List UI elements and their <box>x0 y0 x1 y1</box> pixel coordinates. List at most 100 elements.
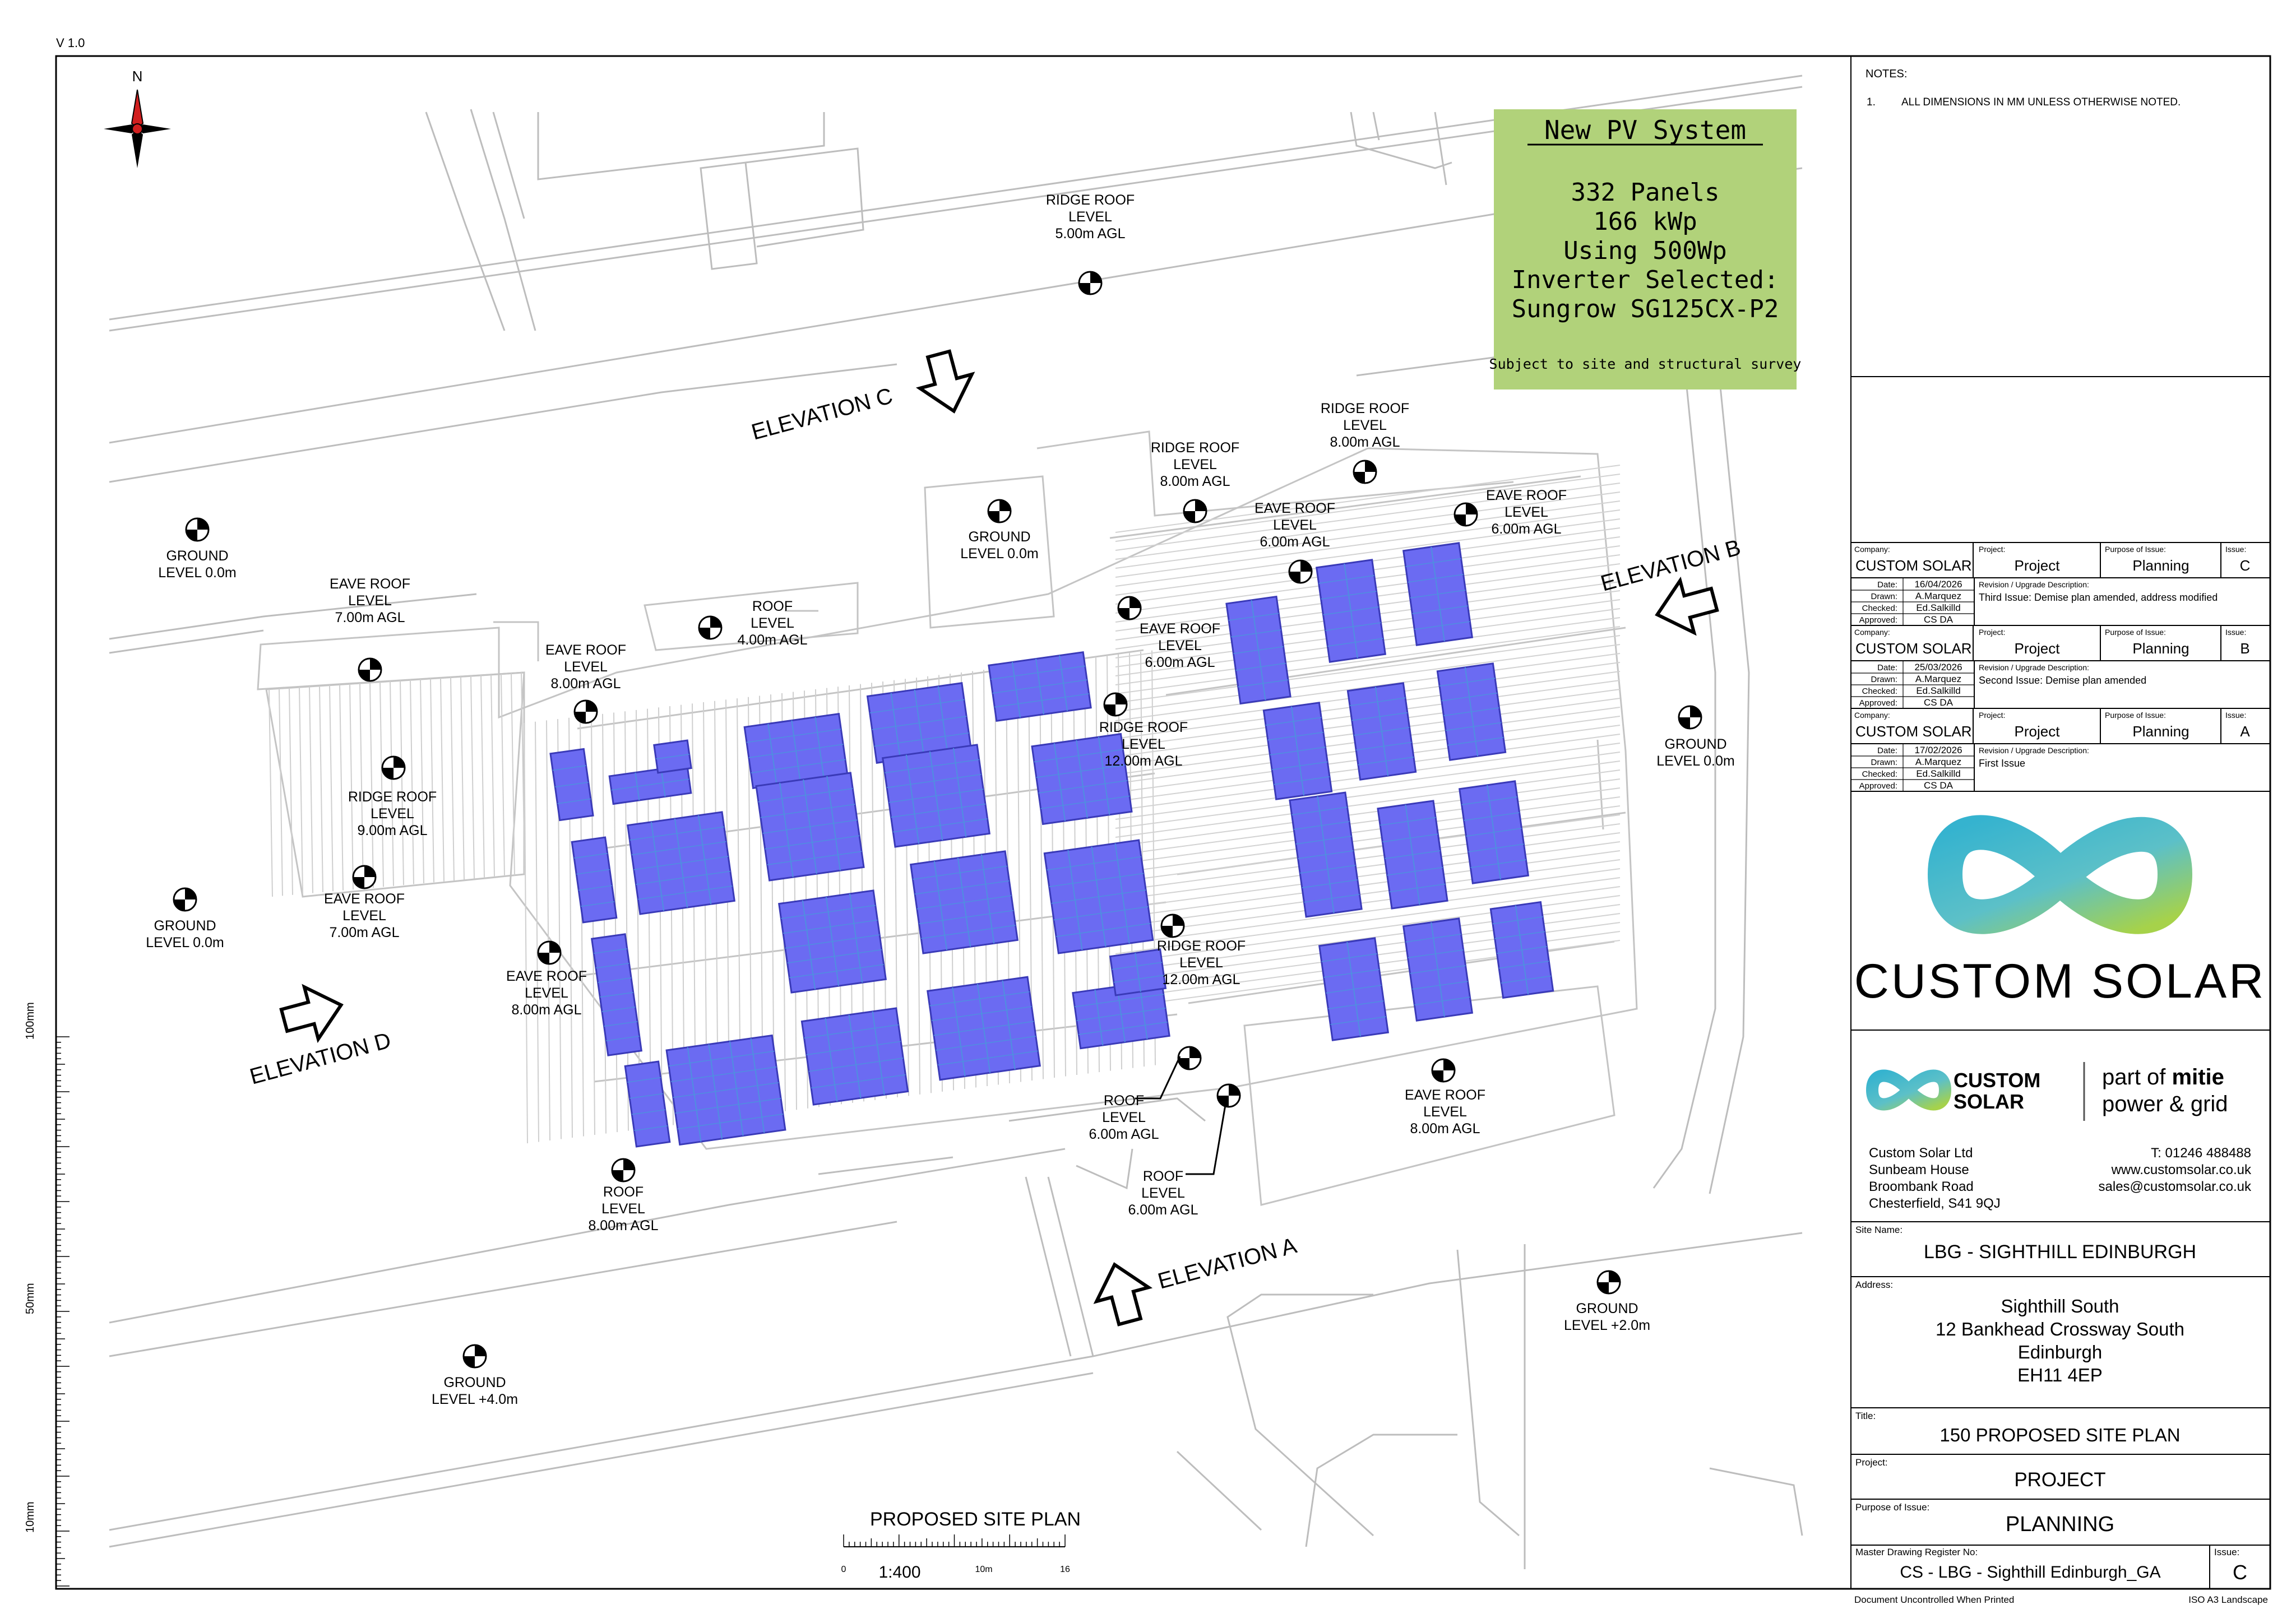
rev-approved-label: Approved: <box>1859 698 1897 708</box>
pv-panel-array <box>777 889 887 994</box>
level-label-line: ROOF <box>1104 1093 1144 1109</box>
level-datum-marker <box>987 499 1012 523</box>
pv-panel-array <box>1377 800 1448 910</box>
rev-description: First Issue <box>1979 758 2025 769</box>
level-label-line: EAVE ROOF <box>545 642 626 658</box>
pv-panel-array <box>1225 595 1292 705</box>
level-label-line: 6.00m AGL <box>1491 521 1561 537</box>
rev-checked: Ed.Salkilld <box>1916 602 1960 613</box>
level-label-line: LEVEL <box>348 593 392 609</box>
pv-panel-array <box>909 850 1019 954</box>
level-label-line: 6.00m AGL <box>1145 655 1215 670</box>
level-datum-marker <box>1431 1058 1456 1083</box>
pv-panel-array <box>608 764 692 805</box>
pv-panel-array <box>743 713 849 789</box>
level-label-line: LEVEL <box>1343 418 1387 433</box>
level-label-line: RIDGE ROOF <box>1151 440 1239 456</box>
revision-block: Company:Project:Purpose of Issue:Issue:C… <box>1851 708 2270 792</box>
small-infinity-icon <box>1866 1069 1952 1111</box>
left-ruler: 100mm 50mm 10mm <box>24 1002 70 1589</box>
pv-panel-count: 332 Panels <box>1571 178 1720 207</box>
level-label-line: LEVEL <box>1102 1110 1146 1125</box>
small-logo-custom: CUSTOM <box>1954 1069 2040 1092</box>
level-label-line: GROUND <box>154 918 216 934</box>
rev-checked-label: Checked: <box>1862 769 1897 779</box>
ruler-10mm: 10mm <box>24 1501 36 1533</box>
level-label-line: EAVE ROOF <box>324 891 405 907</box>
elevation-c-arrow <box>915 349 975 414</box>
level-datum-marker <box>173 887 197 912</box>
revision-table: Company: Project: Purpose of Issue: Issue: C… <box>1851 542 2270 792</box>
pv-panel-array <box>1318 937 1390 1041</box>
rev-purpose-label: Purpose of Issue: <box>2105 711 2166 720</box>
rev-purpose: Planning <box>2132 723 2189 740</box>
level-label-line: 5.00m AGL <box>1055 226 1125 242</box>
contact-address-3: Chesterfield, S41 9QJ <box>1869 1196 2001 1211</box>
revision-block: Company:Project:Purpose of Issue:Issue:C… <box>1851 625 2270 709</box>
contact-phone: T: 01246 488488 <box>2151 1146 2251 1161</box>
rev-company-label: Company: <box>1854 545 1890 554</box>
rev-drawn-label: Drawn: <box>1871 758 1897 767</box>
rev-approved: CS DA <box>1924 780 1954 791</box>
pv-panel-array <box>1109 948 1167 996</box>
rev-project: Project <box>2015 723 2061 740</box>
pv-box-background <box>1494 109 1797 389</box>
level-datum-marker <box>1216 1083 1241 1108</box>
level-label-line: EAVE ROOF <box>1255 500 1335 516</box>
rev-date-label: Date: <box>1877 580 1897 590</box>
level-datum-marker <box>185 517 210 542</box>
rev-checked-label: Checked: <box>1862 604 1897 613</box>
pv-panel-array <box>1489 901 1554 999</box>
rev-checked: Ed.Salkilld <box>1916 685 1960 696</box>
level-label-line: GROUND <box>1576 1301 1638 1316</box>
infinity-logo-icon <box>1928 815 2192 934</box>
partner-brand: mitie <box>2172 1065 2224 1089</box>
rev-date-label: Date: <box>1877 663 1897 673</box>
rev-purpose: Planning <box>2132 557 2189 574</box>
elevation-a-arrow <box>1093 1262 1153 1327</box>
level-label-line: 8.00m AGL <box>511 1002 581 1018</box>
level-datum-marker <box>1678 705 1702 730</box>
level-label-line: LEVEL <box>1273 517 1317 533</box>
pv-box-footnote: Subject to site and structural survey <box>1489 356 1802 372</box>
level-label-line: LEVEL <box>1158 638 1202 653</box>
rev-issue-label: Issue: <box>2225 628 2246 637</box>
rev-date: 25/03/2026 <box>1914 662 1962 673</box>
level-datum-marker <box>381 755 406 780</box>
level-label-line: LEVEL <box>1141 1185 1185 1201</box>
site-name-label: Site Name: <box>1855 1225 1902 1235</box>
ruler-100mm: 100mm <box>24 1002 36 1040</box>
rev-company-label: Company: <box>1854 711 1890 720</box>
level-label-line: LEVEL <box>601 1201 645 1217</box>
level-datum-marker <box>1453 502 1478 527</box>
level-label-line: LEVEL <box>1179 955 1223 971</box>
pv-panel-array <box>626 811 736 915</box>
building-outlines <box>257 430 1638 1206</box>
pv-panel-array <box>665 1034 786 1146</box>
level-label-line: LEVEL 0.0m <box>158 565 236 581</box>
rev-approved: CS DA <box>1924 614 1954 625</box>
rev-checked-label: Checked: <box>1862 687 1897 696</box>
level-label-line: EAVE ROOF <box>1486 488 1567 503</box>
contact-email: sales@customsolar.co.uk <box>2099 1179 2252 1194</box>
rev-issue: A <box>2240 723 2250 740</box>
pv-panel-array <box>988 651 1092 722</box>
address-line-3: Edinburgh <box>2018 1342 2102 1362</box>
level-label-line: LEVEL 0.0m <box>1656 753 1734 769</box>
address-line-4: EH11 4EP <box>2017 1365 2103 1385</box>
level-label-line: GROUND <box>968 529 1030 545</box>
rev-company: CUSTOM SOLAR <box>1855 640 1972 657</box>
level-label-line: 8.00m AGL <box>1330 434 1400 450</box>
level-datum-marker <box>358 657 382 682</box>
rev-project-label: Project: <box>1979 711 2005 720</box>
rev-drawn: A.Marquez <box>1915 591 1961 601</box>
notes-header: NOTES: <box>1866 68 1907 80</box>
pv-panel-array <box>653 739 692 774</box>
rev-description-label: Revision / Upgrade Description: <box>1979 580 2089 589</box>
title-label: Title: <box>1855 1411 1876 1421</box>
elevation-b-arrow <box>1655 576 1719 636</box>
elevation-a-label: ELEVATION A <box>1155 1233 1299 1293</box>
rev-drawn-label: Drawn: <box>1871 592 1897 601</box>
